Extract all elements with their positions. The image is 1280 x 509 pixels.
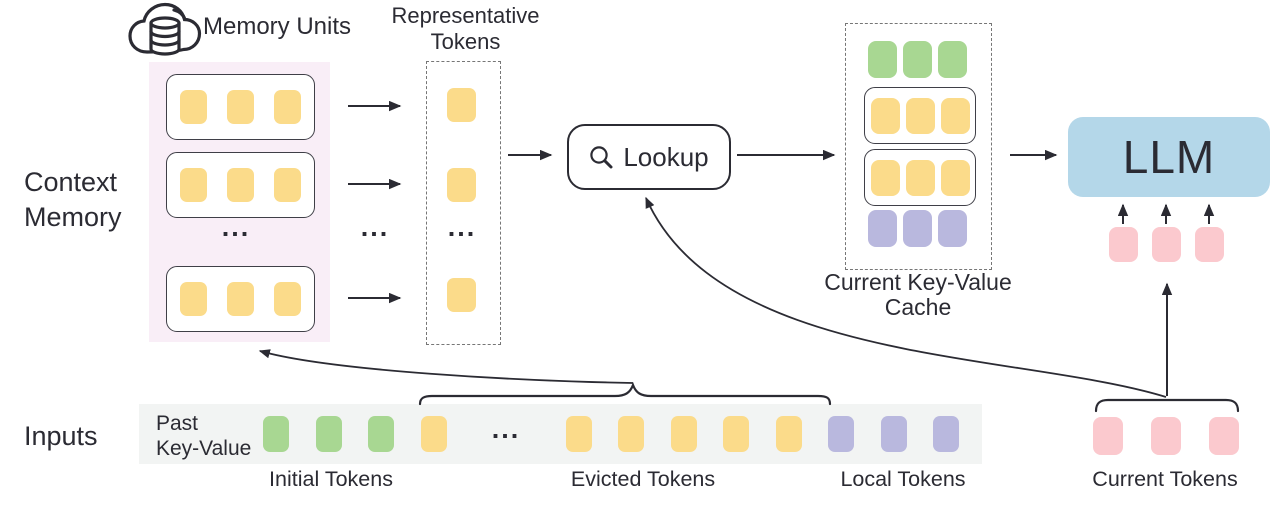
llm-box: LLM <box>1068 117 1270 197</box>
kv-cache-label: Current Key-Value Cache <box>820 270 1016 320</box>
pink-token <box>1109 227 1138 262</box>
green-token <box>938 41 967 78</box>
yellow-token <box>227 90 254 124</box>
purple-token <box>868 210 897 247</box>
local-tokens-label: Local Tokens <box>840 467 966 491</box>
current-token-group <box>1093 417 1239 455</box>
past-kv-token-sequence: ... <box>263 404 959 464</box>
past-kv-line2: Key-Value <box>156 437 252 460</box>
yellow-token <box>227 168 254 202</box>
current-tokens-label: Current Tokens <box>1092 467 1238 491</box>
yellow-token <box>274 282 301 316</box>
kv-cache-line2: Cache <box>884 294 952 320</box>
yellow-token <box>940 97 970 134</box>
evicted-tokens-label: Evicted Tokens <box>570 467 716 491</box>
kv-cache-line1: Current Key-Value <box>824 269 1012 295</box>
memory-units-ellipsis: ... <box>221 212 251 242</box>
representative-tokens-line2: Tokens <box>430 29 501 54</box>
pink-token <box>1209 417 1239 455</box>
evicted-tokens-brace <box>418 381 832 406</box>
representative-ellipsis: ... <box>447 212 477 242</box>
evicted-to-memory-arrow <box>258 349 634 384</box>
inputs-label: Inputs <box>24 421 98 451</box>
yellow-token <box>940 159 970 196</box>
arrow-column-ellipsis: ... <box>360 212 390 242</box>
cache-row-memory-1 <box>864 87 976 144</box>
yellow-token <box>618 416 644 452</box>
yellow-token <box>227 282 254 316</box>
memory-units-label: Memory Units <box>203 13 352 40</box>
green-token <box>903 41 932 78</box>
yellow-token <box>870 97 900 134</box>
kv-cache-box <box>845 23 992 270</box>
purple-token <box>938 210 967 247</box>
yellow-token <box>274 168 301 202</box>
yellow-token <box>180 90 207 124</box>
pink-token <box>1151 417 1181 455</box>
green-token <box>368 416 394 452</box>
context-memory-label: Context Memory <box>24 165 122 235</box>
past-kv-label: Past Key-Value <box>156 411 251 461</box>
lookup-box: Lookup <box>567 124 731 190</box>
representative-token <box>447 168 476 202</box>
representative-tokens-label: Representative Tokens <box>383 3 548 55</box>
yellow-token <box>670 416 697 452</box>
representative-token <box>447 88 476 122</box>
lookup-label: Lookup <box>623 141 709 172</box>
memory-unit-3 <box>166 266 315 332</box>
green-token <box>263 416 289 452</box>
yellow-token <box>905 159 935 196</box>
green-token <box>868 41 897 78</box>
pink-token <box>1152 227 1181 262</box>
pink-token <box>1195 227 1224 262</box>
purple-token <box>828 416 854 452</box>
yellow-token <box>870 159 900 196</box>
past-kv-line1: Past <box>156 412 199 435</box>
yellow-token <box>723 416 749 452</box>
representative-tokens-line1: Representative <box>391 3 540 28</box>
context-memory-line2: Memory <box>24 202 122 232</box>
cache-row-initial <box>868 41 967 78</box>
llm-label: LLM <box>1122 131 1216 183</box>
llm-input-tokens <box>1109 227 1224 262</box>
sequence-ellipsis: ... <box>491 413 521 444</box>
cloud-database-icon <box>128 2 202 56</box>
memory-unit-2 <box>166 152 315 218</box>
memory-unit-1 <box>166 74 315 140</box>
purple-token <box>880 416 907 452</box>
yellow-token <box>565 416 592 452</box>
yellow-token <box>274 90 301 124</box>
purple-token <box>903 210 932 247</box>
yellow-token <box>775 416 802 452</box>
yellow-token <box>180 282 207 316</box>
representative-tokens-box <box>426 61 501 345</box>
green-token <box>315 416 342 452</box>
pink-token <box>1093 417 1123 455</box>
purple-token <box>933 416 959 452</box>
initial-tokens-label: Initial Tokens <box>269 467 393 491</box>
yellow-token <box>180 168 207 202</box>
context-memory-line1: Context <box>24 167 118 197</box>
cache-row-local <box>868 210 967 247</box>
representative-token <box>447 278 476 312</box>
yellow-token <box>420 416 447 452</box>
current-tokens-bracket <box>1094 398 1240 413</box>
magnifier-icon <box>590 145 613 168</box>
cache-row-memory-2 <box>864 149 976 206</box>
yellow-token <box>905 97 935 134</box>
